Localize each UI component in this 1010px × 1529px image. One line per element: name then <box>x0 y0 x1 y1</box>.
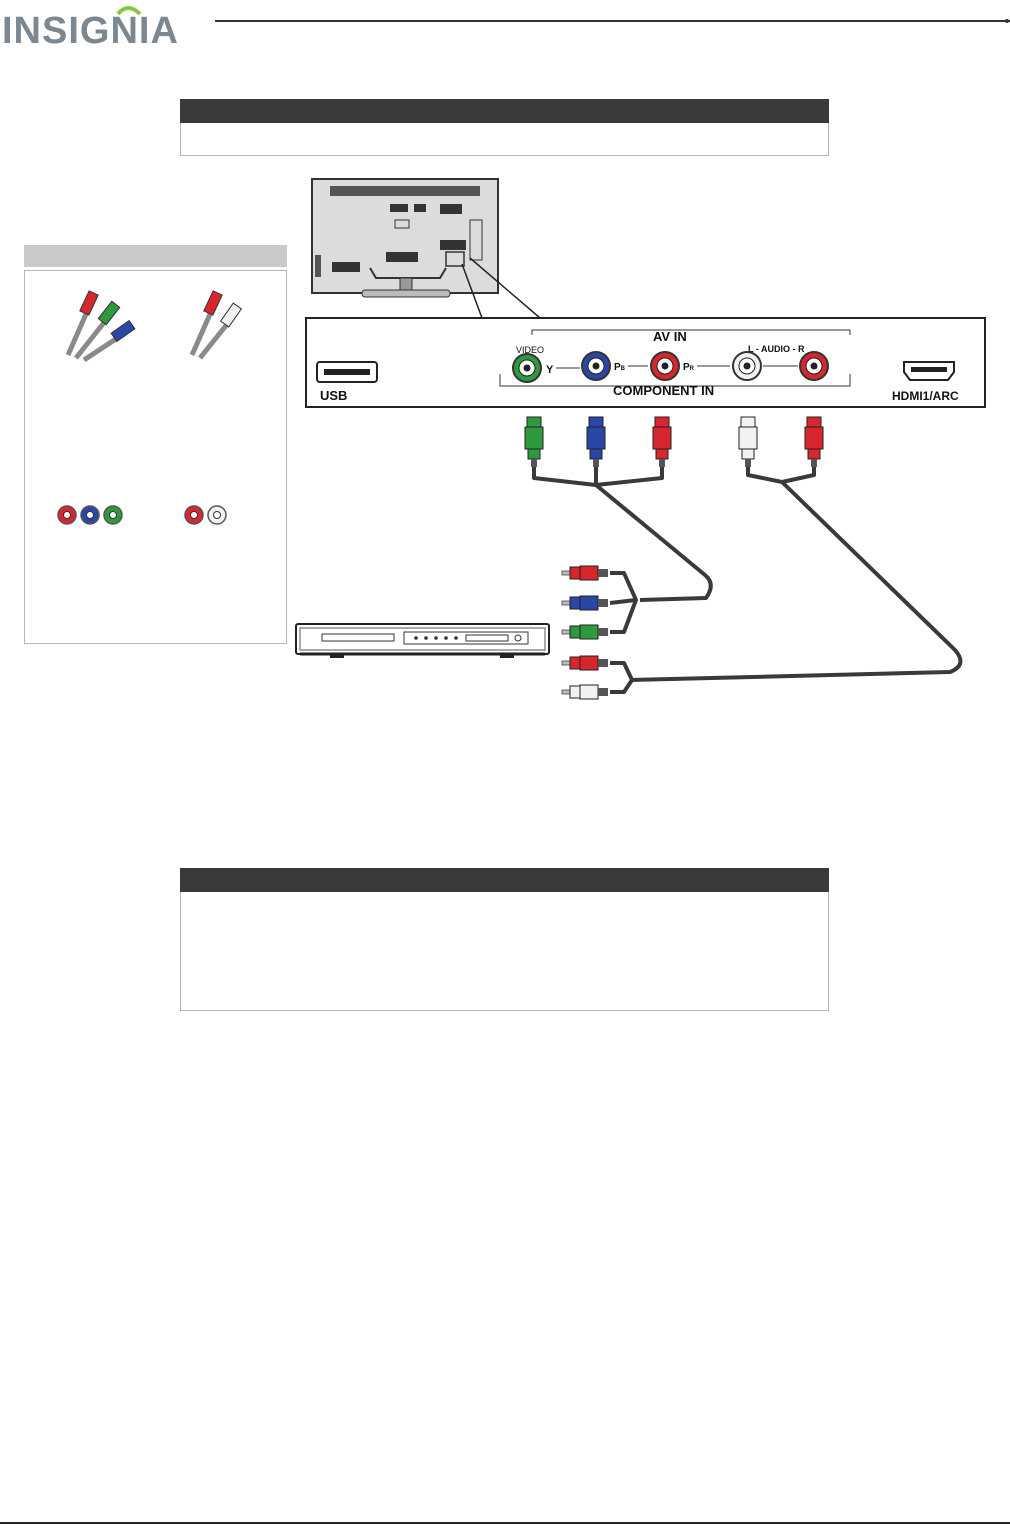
dvd-player-illustration <box>295 623 550 658</box>
hdmi-label: HDMI1/ARC <box>892 389 959 403</box>
page-header: INSIGNIA <box>0 0 1010 60</box>
dvd-plug-red-component <box>561 565 609 581</box>
insignia-logo: INSIGNIA <box>2 6 1010 52</box>
component-in-label: COMPONENT IN <box>613 383 714 398</box>
pr-label: PR <box>683 362 695 373</box>
dvd-plug-blue <box>561 595 609 611</box>
av-in-label: AV IN <box>653 329 687 344</box>
dvd-plug-green <box>561 624 609 640</box>
connection-diagram: USB AV IN COMPONENT IN L - AUDIO - R VID… <box>0 160 1010 720</box>
dvd-plug-white-audio <box>561 684 609 700</box>
cable-legend-header <box>24 245 287 267</box>
audio-plug-red <box>804 416 824 468</box>
tv-jack-panel: USB AV IN COMPONENT IN L - AUDIO - R VID… <box>305 317 986 408</box>
cables <box>532 467 963 694</box>
usb-label: USB <box>320 388 347 403</box>
component-plug-green <box>524 416 544 468</box>
brand-logo-text: INSIGNIA <box>2 10 179 52</box>
dvd-plug-red-audio <box>561 655 609 671</box>
pb-label: PB <box>614 362 626 373</box>
audio-plug-white <box>738 416 758 468</box>
connection-diagram-svg: USB AV IN COMPONENT IN L - AUDIO - R VID… <box>57 178 986 700</box>
note-box-top <box>180 123 829 156</box>
audio-jacks-icon <box>184 505 227 525</box>
audio-lr-label: L - AUDIO - R <box>748 344 805 354</box>
video-label: VIDEO <box>516 345 544 355</box>
cable-legend-panel <box>24 270 287 644</box>
audio-cable-icon <box>189 290 243 360</box>
footer-rule <box>0 1522 1010 1524</box>
y-label: Y <box>546 364 554 376</box>
component-plug-red <box>652 416 672 468</box>
tv-back-illustration <box>311 178 499 298</box>
note-box-bottom <box>180 892 829 1011</box>
component-plug-blue <box>586 416 606 468</box>
note-box-top-header <box>180 99 829 123</box>
note-box-bottom-header <box>180 868 829 892</box>
logo-swoosh-icon <box>116 6 142 16</box>
component-jacks-icon <box>57 505 123 525</box>
component-cable-icon <box>65 290 136 363</box>
